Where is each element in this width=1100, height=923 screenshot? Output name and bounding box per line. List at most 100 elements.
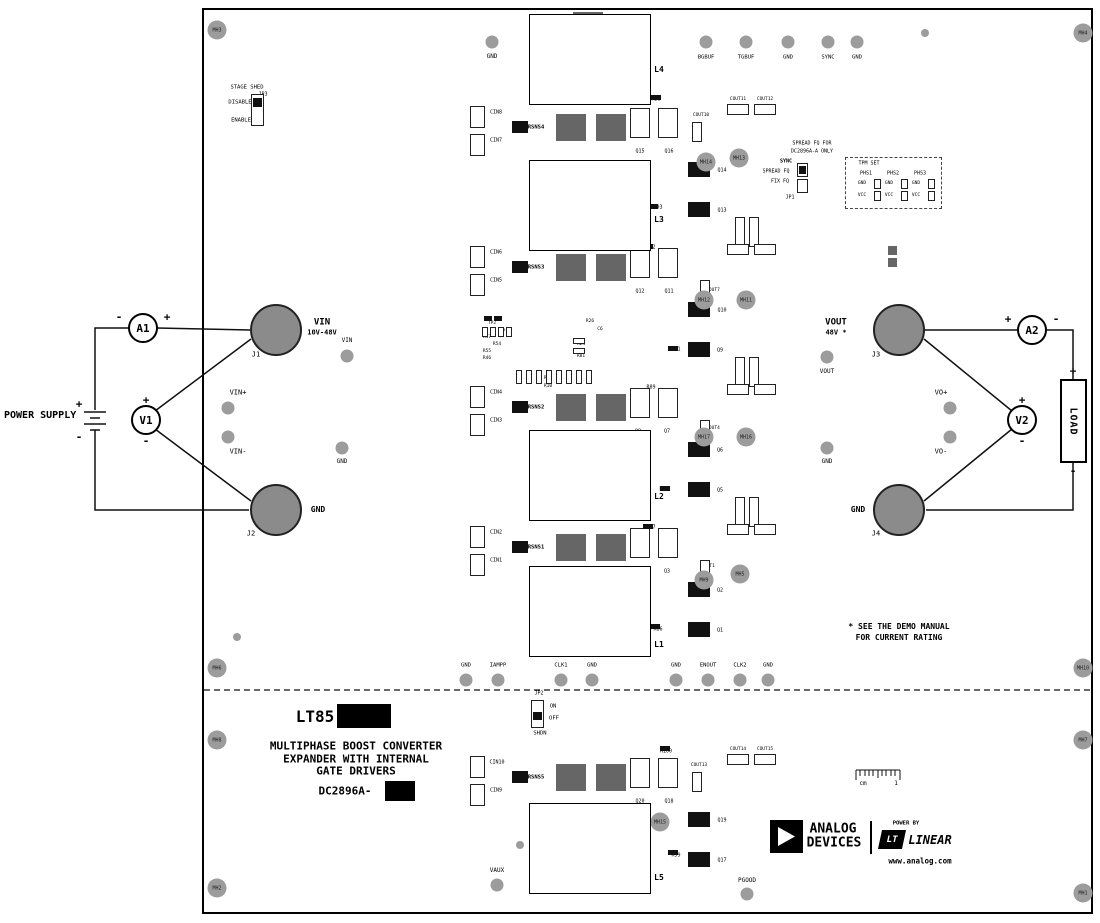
wire <box>94 327 129 410</box>
component-body <box>494 316 502 321</box>
component-body <box>727 524 749 535</box>
component-body <box>470 414 485 436</box>
component-body <box>516 370 522 384</box>
inductor-label: L4 <box>654 65 664 74</box>
component-body <box>928 191 935 201</box>
inductor-label: L5 <box>654 873 664 882</box>
power-supply-label: POWER SUPPLY <box>4 410 77 421</box>
component-body <box>688 482 710 497</box>
meter-sign: - <box>115 310 123 324</box>
pad <box>335 441 349 455</box>
component-body <box>754 384 776 395</box>
mounting-hole-label: MH15 <box>653 819 667 825</box>
pad-label: CLK2 <box>733 662 747 669</box>
pad <box>850 35 864 49</box>
jumper-option: ON <box>549 703 557 710</box>
wire <box>154 428 252 502</box>
mounting-hole: MH7 <box>1073 730 1093 750</box>
pad-label: VOUT <box>819 368 835 375</box>
component-label: COUT13 <box>690 762 708 768</box>
meter-a1: A1 <box>128 313 158 343</box>
battery-plus-sign: + <box>75 397 83 411</box>
component-label: RSNS2 <box>527 404 545 411</box>
component-label: R54 <box>492 341 502 347</box>
jumper-option: GND <box>884 180 894 186</box>
mounting-hole-label: MH3 <box>212 27 222 33</box>
component-body <box>573 338 585 344</box>
inductor-label: L1 <box>654 640 664 649</box>
component-body <box>482 327 488 337</box>
component-body <box>688 812 710 827</box>
mounting-hole: MH13 <box>729 148 749 168</box>
pad <box>554 673 568 687</box>
component-label: R99 <box>671 852 681 859</box>
component-label: Q11 <box>664 288 674 295</box>
component-body <box>692 122 702 142</box>
pad-label: PGOOD <box>737 877 757 884</box>
pad-label: VAUX <box>489 867 505 874</box>
board-desc-line2: EXPANDER WITH INTERNAL <box>283 752 429 766</box>
pad <box>821 35 835 49</box>
meter-label: A2 <box>1025 323 1039 337</box>
component-label: R24 <box>576 341 586 347</box>
component-label: R81 <box>576 353 586 359</box>
analog-devices-logo-icon <box>770 820 803 853</box>
component-body <box>658 528 678 558</box>
component-body <box>512 401 528 413</box>
meter-label: A1 <box>136 321 150 335</box>
pad <box>485 35 499 49</box>
component-body <box>512 541 528 553</box>
load-box: LOAD <box>1060 379 1087 463</box>
component-body <box>727 384 749 395</box>
component-body <box>749 217 759 247</box>
meter-sign: + <box>1018 393 1026 407</box>
component-body <box>470 784 485 806</box>
pad-label: GND <box>671 662 681 669</box>
connector-j2 <box>250 484 302 536</box>
jumper-ref: JP2 <box>534 690 544 697</box>
mounting-hole: MH15 <box>650 812 670 832</box>
component-body <box>660 486 670 491</box>
component-body <box>888 258 897 267</box>
mounting-hole: MH8 <box>207 730 227 750</box>
ruler-1-label: 1 <box>894 780 898 787</box>
connector-label: J1 <box>251 350 261 359</box>
component-label: CIN1 <box>489 557 503 564</box>
mounting-hole: MH12 <box>694 290 714 310</box>
component-body <box>566 370 572 384</box>
component-label: CIN3 <box>489 417 503 424</box>
component-body <box>658 388 678 418</box>
wire <box>926 463 1074 511</box>
inductor-l4 <box>529 14 651 105</box>
jumper-option: OFF <box>549 715 559 722</box>
component-body <box>573 348 585 354</box>
mounting-hole-label: MH17 <box>697 434 711 440</box>
jumper-title: SHDN <box>533 730 547 737</box>
component-body <box>506 327 512 337</box>
component-label: R55 <box>482 348 492 354</box>
mounting-hole-label: MH6 <box>212 665 222 671</box>
adi-devices-text: DEVICES <box>806 835 862 851</box>
pad <box>740 887 754 901</box>
mounting-hole: MH5 <box>730 564 750 584</box>
gnd-label: GND <box>310 505 326 514</box>
pad <box>490 878 504 892</box>
note-line1: * SEE THE DEMO MANUAL <box>848 622 950 631</box>
component-body <box>512 261 528 273</box>
pad <box>221 430 235 444</box>
mounting-hole: MH1 <box>1073 883 1093 903</box>
component-body <box>874 191 881 201</box>
connector-label: J3 <box>871 350 881 359</box>
pad-label: VO+ <box>934 388 948 397</box>
pad-label: VIN+ <box>229 388 247 397</box>
component-body <box>630 248 650 278</box>
component-label: C6 <box>597 326 603 332</box>
component-label: TP2 <box>487 320 497 326</box>
component-body <box>630 758 650 788</box>
component-body <box>556 370 562 384</box>
inductor-label: L2 <box>654 492 664 501</box>
component-label: CIN6 <box>489 249 503 256</box>
component-label: R86 <box>653 626 663 633</box>
mounting-hole-label: MH4 <box>1078 30 1088 36</box>
